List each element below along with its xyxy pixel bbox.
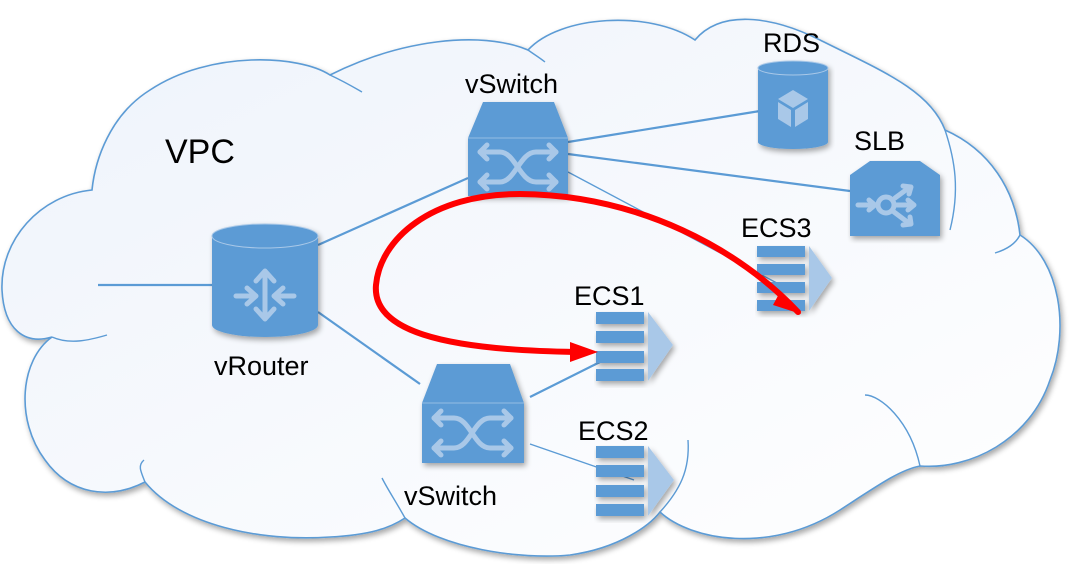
router-cylinder-icon [211,223,319,337]
ecs1-node[interactable] [596,312,673,381]
arrowhead-ecs3 [773,292,801,314]
link-vrouter-vswitch-bottom [317,311,421,385]
slb-node[interactable] [850,161,940,236]
vswitch-top-label: vSwitch [465,69,558,99]
ecs1-label: ECS1 [574,281,645,311]
vswitch-bottom-label: vSwitch [404,481,497,511]
switch-icon [468,102,568,196]
link-vrouter-vswitch-top [317,176,469,247]
server-stack-icon [596,446,674,516]
highlight-path-arrow [372,190,801,362]
rds-label: RDS [763,28,820,58]
vrouter-node[interactable] [211,223,319,337]
vrouter-label: vRouter [214,351,309,381]
link-vswitch-slb [567,152,851,193]
ecs3-label: ECS3 [741,213,812,243]
link-vswitch-rds [567,109,761,144]
vswitch-top-node[interactable] [468,102,568,196]
ecs2-node[interactable] [596,446,674,516]
arrowhead-ecs1 [570,342,598,362]
vpc-cloud [1,18,1061,557]
link-vswitch-ecs1 [529,361,601,398]
server-stack-icon [596,312,673,381]
database-cube-icon [757,60,829,149]
rds-node[interactable] [757,60,829,149]
slb-label: SLB [854,126,905,156]
ecs2-label: ECS2 [578,416,649,446]
switch-icon [422,364,524,463]
load-balancer-icon [850,161,940,236]
vpc-label: VPC [165,133,235,171]
vswitch-bottom-node[interactable] [422,364,524,463]
